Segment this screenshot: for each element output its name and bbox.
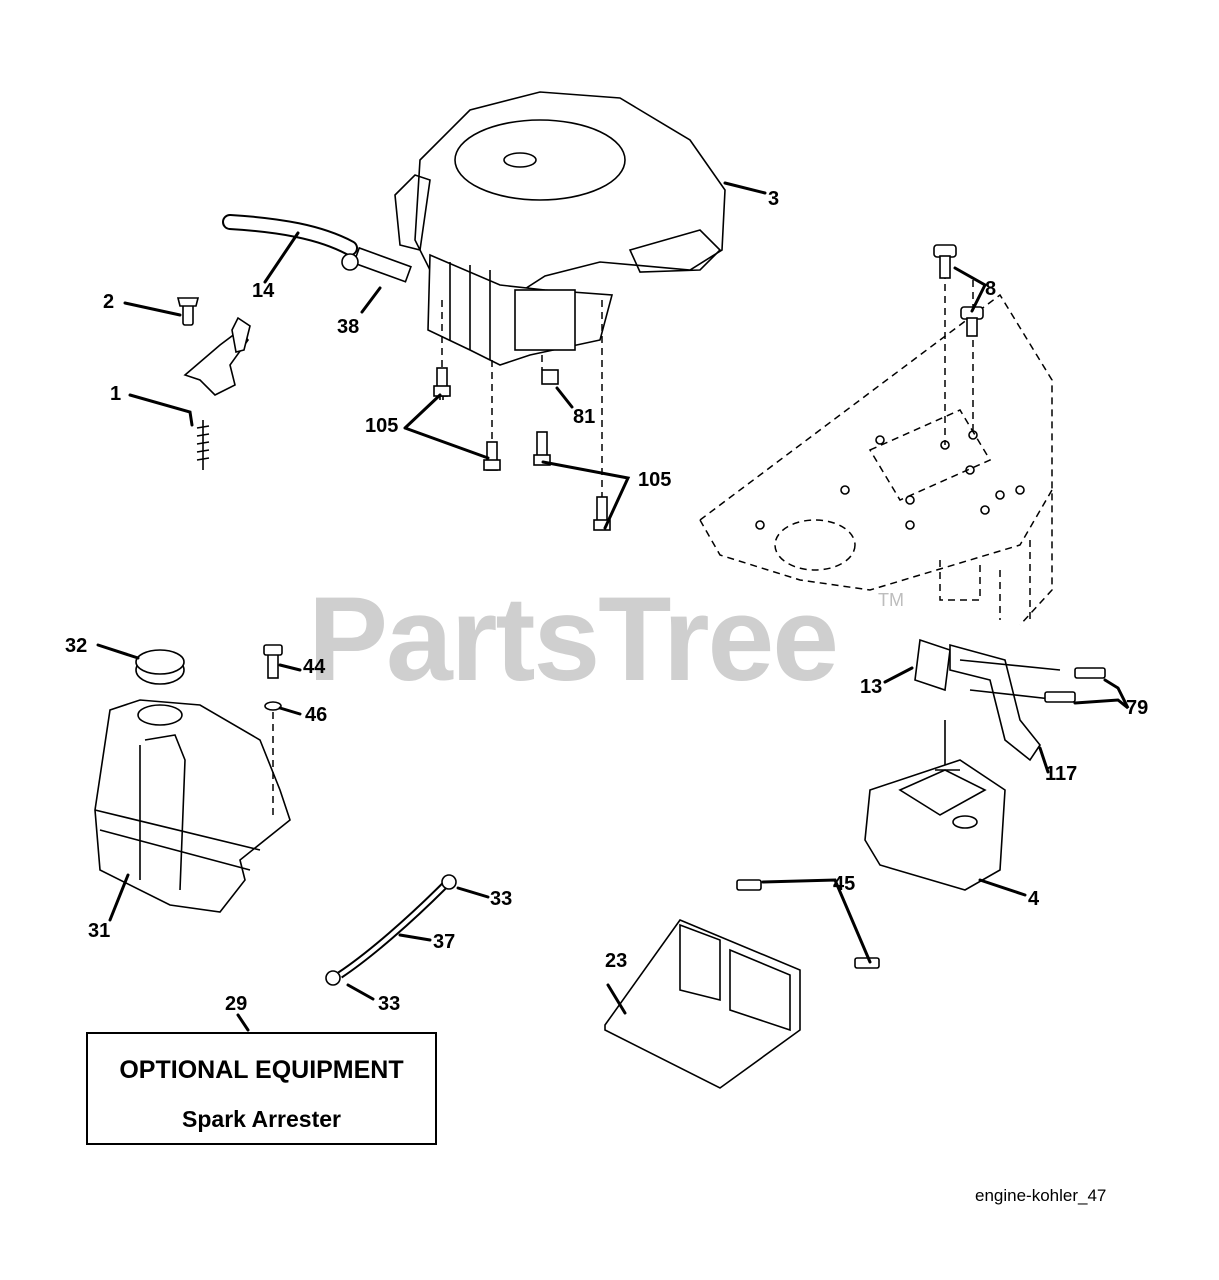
optional-equipment-subtitle: Spark Arrester: [182, 1106, 341, 1132]
optional-equipment-title: OPTIONAL EQUIPMENT: [119, 1056, 404, 1084]
callout-38: 38: [337, 316, 359, 338]
callout-37: 37: [433, 931, 455, 953]
heat-shield: [604, 879, 880, 1089]
callout-4: 4: [1028, 888, 1040, 910]
callout-105a: 105: [365, 415, 398, 437]
callout-105b: 105: [638, 469, 671, 491]
flange-nuts: [933, 244, 984, 337]
callout-13: 13: [860, 676, 882, 698]
callout-14: 14: [252, 280, 275, 302]
callout-33a: 33: [490, 888, 512, 910]
exhaust-pipe: [914, 638, 1106, 762]
diagram-reference: engine-kohler_47: [975, 1186, 1107, 1205]
engine-bolts: [433, 300, 611, 531]
chassis-frame: [699, 260, 1053, 626]
callout-1: 1: [110, 383, 121, 405]
callout-79: 79: [1126, 697, 1148, 719]
optional-equipment-box: OPTIONAL EQUIPMENT Spark Arrester: [86, 1032, 437, 1145]
callout-3: 3: [768, 188, 779, 210]
fuel-tank: [94, 649, 291, 913]
callout-8: 8: [985, 278, 996, 300]
muffler: [864, 720, 1006, 891]
callout-31: 31: [88, 920, 110, 942]
watermark: PartsTree: [308, 572, 839, 706]
throttle-control: [176, 297, 251, 470]
callout-46: 46: [305, 704, 327, 726]
callout-2: 2: [103, 291, 114, 313]
callout-44: 44: [303, 656, 326, 678]
callout-81: 81: [573, 406, 595, 428]
callout-33b: 33: [378, 993, 400, 1015]
callout-23: 23: [605, 950, 627, 972]
leader-lines: [96, 181, 1130, 1032]
callout-numbers: 1 2 3 4 8 13 14 23 29 31 32 33 33 37 38 …: [65, 188, 1148, 1015]
tank-screw: [263, 644, 283, 820]
engine: [394, 91, 726, 400]
callout-32: 32: [65, 635, 87, 657]
watermark-tm: TM: [878, 590, 904, 610]
fuel-hose: [325, 874, 457, 986]
callout-29: 29: [225, 993, 247, 1015]
callout-45: 45: [833, 873, 855, 895]
fuel-line: [222, 214, 412, 283]
callout-117: 117: [1045, 763, 1077, 785]
